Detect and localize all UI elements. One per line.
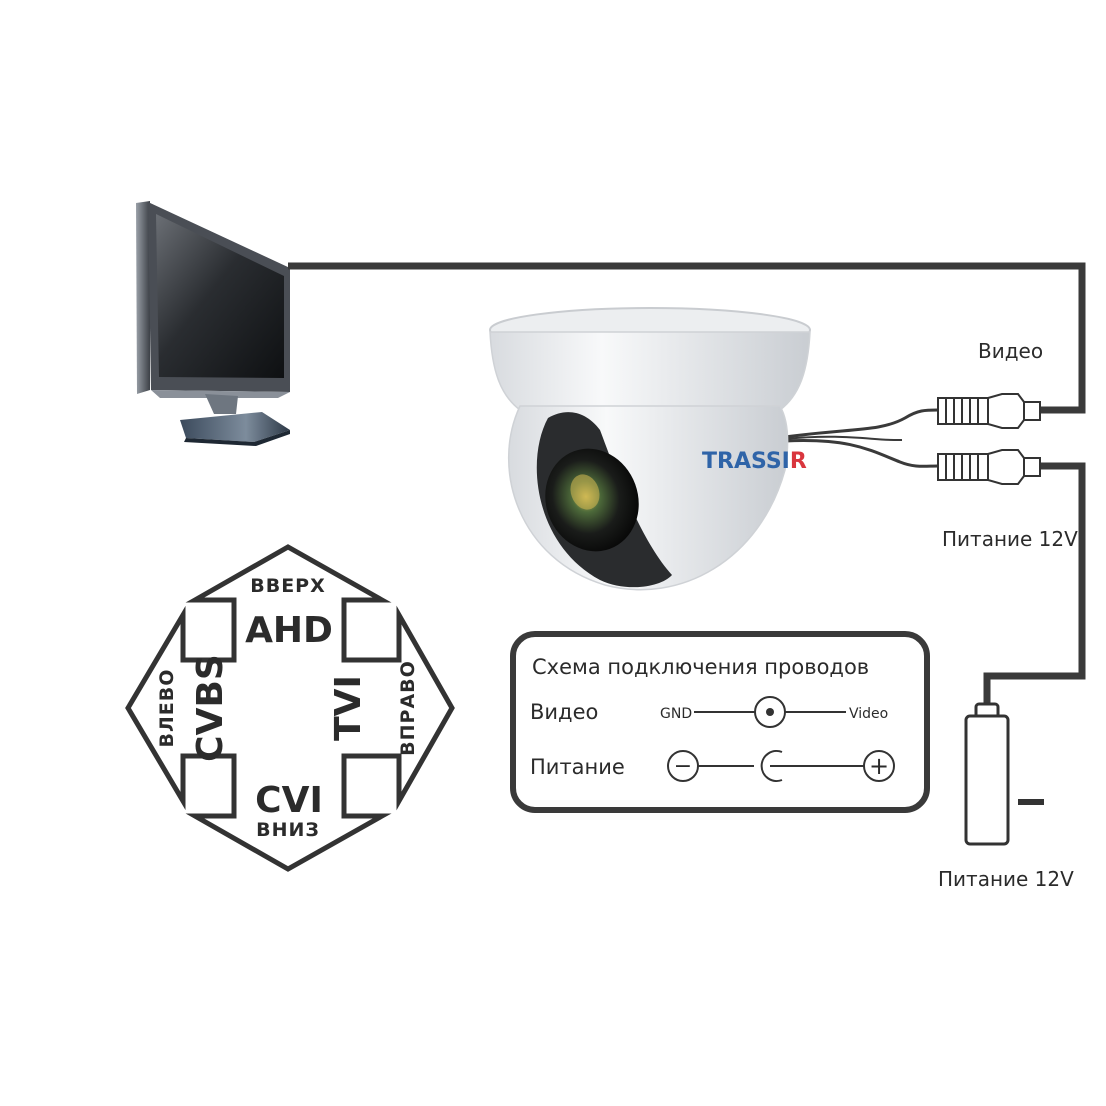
camera-brand-logo: TRASSIR: [702, 449, 807, 474]
legend-video-pin-label: Video: [849, 706, 888, 722]
joystick-right-mode: TVI: [328, 675, 369, 741]
legend-gnd-label: GND: [660, 706, 692, 722]
video-label: Видео: [978, 339, 1043, 363]
battery-icon: [964, 702, 1010, 846]
video-connector-icon: [937, 393, 1041, 429]
video-wire: [288, 262, 1086, 414]
camera-cable-video: [784, 408, 939, 439]
plus-symbol: +: [869, 752, 889, 780]
dome-camera-icon: TRASSIR: [489, 307, 811, 591]
joystick-down-mode: CVI: [255, 780, 323, 821]
power-connector-icon: [937, 449, 1041, 485]
legend-power-row: Питание: [530, 755, 625, 779]
monitor-icon: [136, 201, 290, 446]
power-label-top: Питание 12V: [942, 527, 1078, 551]
plus-terminal-icon: [863, 750, 895, 782]
power-wire: [983, 462, 1086, 706]
svg-text:TRASSIR: TRASSIR: [702, 449, 807, 474]
joystick-left-label: ВЛЕВО: [156, 669, 178, 748]
joystick-up-label: ВВЕРХ: [250, 575, 326, 597]
power-label-bottom: Питание 12V: [938, 867, 1074, 891]
joystick-left-mode: CVBS: [190, 654, 231, 762]
legend-video-row: Видео: [530, 700, 598, 724]
dc-jack-icon: [760, 750, 783, 782]
legend-title: Схема подключения проводов: [532, 655, 869, 679]
joystick-mode-cross: ВВЕРХ AHD CVI ВНИЗ ВЛЕВО CVBS TVI ВПРАВО: [125, 544, 455, 872]
camera-cable-power: [784, 439, 939, 468]
joystick-up-mode: AHD: [245, 610, 333, 651]
minus-sign-icon: [1018, 799, 1044, 805]
wiring-legend: Схема подключения проводов Видео Питание…: [510, 631, 930, 813]
wiring: [288, 262, 1086, 706]
joystick-down-label: ВНИЗ: [256, 819, 320, 841]
minus-symbol: −: [674, 754, 692, 779]
joystick-right-label: ВПРАВО: [397, 660, 419, 756]
